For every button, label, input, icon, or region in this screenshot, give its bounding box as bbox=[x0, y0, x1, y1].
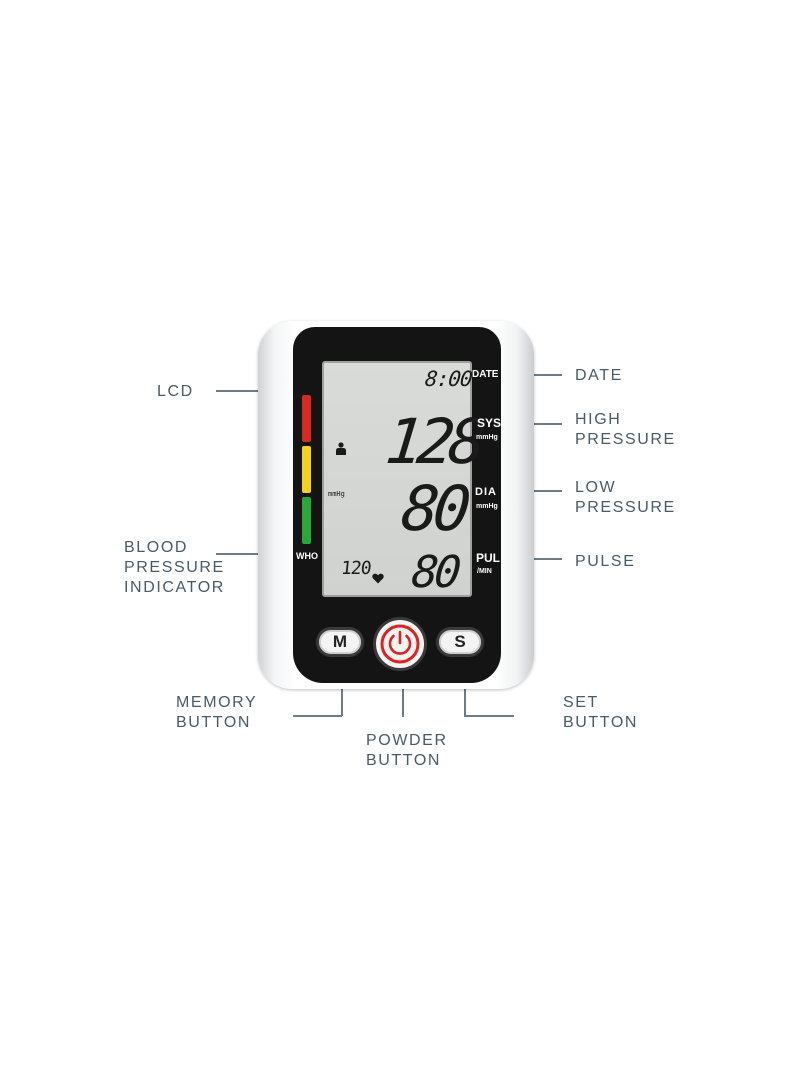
side-label-sys: SYS bbox=[477, 416, 502, 430]
heart-icon bbox=[372, 573, 384, 584]
callout-date: DATE bbox=[575, 367, 623, 384]
callout-lcd: LCD bbox=[157, 383, 194, 400]
leader-memory-button-h bbox=[293, 715, 342, 717]
side-label-date: DATE bbox=[472, 369, 499, 380]
callout-pulse: PULSE bbox=[575, 553, 636, 570]
side-label-pul: PUL bbox=[476, 551, 500, 565]
callout-blood-pressure-indicator: BLOOD PRESSURE INDICATOR bbox=[124, 539, 225, 596]
user-icon bbox=[336, 442, 346, 455]
memory-button[interactable]: M bbox=[316, 627, 364, 657]
leader-low-pressure bbox=[512, 490, 562, 492]
side-label-pul-unit: /MIN bbox=[477, 568, 492, 575]
lcd-pulse: 80 bbox=[409, 547, 460, 598]
side-label-sys-unit: mmHg bbox=[476, 434, 498, 441]
callout-low-pressure: LOW PRESSURE bbox=[575, 479, 676, 516]
lcd-unit: mmHg bbox=[328, 490, 345, 498]
leader-power-button bbox=[402, 669, 404, 717]
side-label-dia: DIA bbox=[475, 486, 497, 498]
lcd-memory-value: 120 bbox=[339, 558, 372, 579]
callout-high-pressure: HIGH PRESSURE bbox=[575, 411, 676, 448]
lcd-time: 8:00 bbox=[423, 367, 473, 391]
lcd-systolic: 128 bbox=[382, 405, 484, 478]
indicator-bar-yellow bbox=[302, 446, 311, 493]
indicator-bar-red bbox=[302, 395, 311, 442]
who-label: WHO bbox=[296, 551, 318, 561]
leader-set-button-h bbox=[464, 715, 514, 717]
power-button[interactable] bbox=[373, 617, 427, 671]
leader-set-button-v bbox=[464, 664, 466, 716]
set-button[interactable]: S bbox=[436, 627, 484, 657]
callout-set-button: SET BUTTON bbox=[563, 694, 639, 731]
lcd-diastolic: 80 bbox=[398, 472, 469, 545]
lcd-screen bbox=[322, 361, 472, 597]
side-label-dia-unit: mmHg bbox=[476, 503, 498, 510]
leader-pulse bbox=[512, 558, 562, 560]
callout-power-button: POWDER BUTTON bbox=[366, 732, 448, 769]
leader-memory-button-v bbox=[341, 664, 343, 716]
indicator-bar-green bbox=[302, 497, 311, 544]
leader-high-pressure bbox=[512, 423, 562, 425]
leader-date bbox=[512, 374, 562, 376]
callout-memory-button: MEMORY BUTTON bbox=[176, 694, 258, 731]
power-icon bbox=[380, 624, 420, 664]
